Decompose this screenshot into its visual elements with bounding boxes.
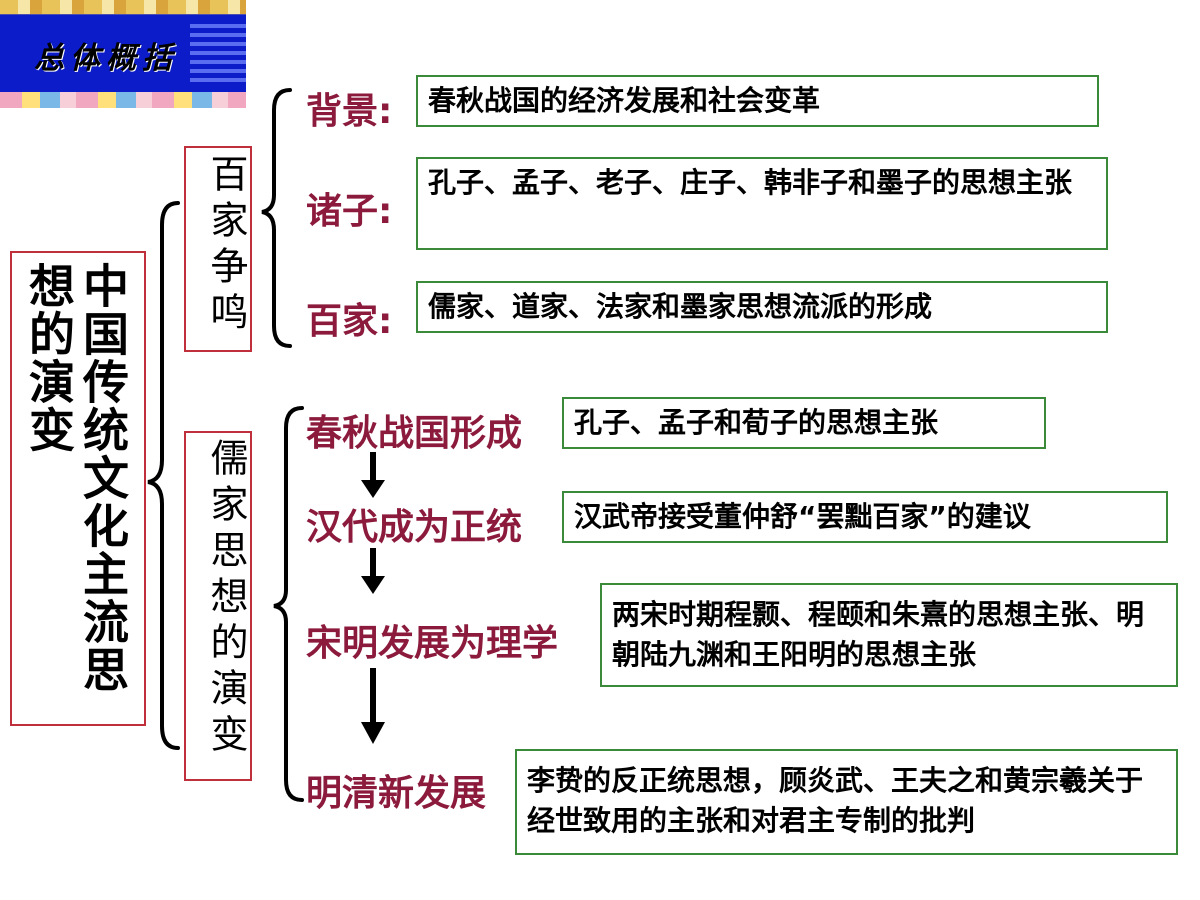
label-neo-confucianism: 宋明发展为理学 <box>306 623 559 664</box>
header-banner: 总体概括 <box>0 0 246 108</box>
arrow-3-shaft <box>370 668 376 724</box>
label-background: 背景: <box>306 91 393 132</box>
brace-confucianism <box>273 406 304 802</box>
arrow-1-shaft <box>370 452 376 482</box>
label-schools: 百家: <box>306 301 393 342</box>
brace-hundred-schools <box>261 88 292 348</box>
banner-decoration-bottom <box>0 92 246 108</box>
main-topic-box <box>10 251 146 726</box>
banner-decoration-bar <box>190 24 246 82</box>
label-orthodoxy: 汉代成为正统 <box>306 507 523 548</box>
branch-hundred-schools-box <box>184 146 252 352</box>
content-new-development: 李贽的反正统思想，顾炎武、王夫之和黄宗羲关于经世致用的主张和对君主专制的批判 <box>515 749 1178 855</box>
content-orthodoxy: 汉武帝接受董仲舒“罢黜百家”的建议 <box>562 491 1168 543</box>
content-neo-confucianism: 两宋时期程颢、程颐和朱熹的思想主张、明朝陆九渊和王阳明的思想主张 <box>600 583 1178 687</box>
banner-decoration-top <box>0 0 246 14</box>
arrow-2-shaft <box>370 548 376 578</box>
content-background: 春秋战国的经济发展和社会变革 <box>416 75 1099 127</box>
arrow-2-head <box>361 576 385 594</box>
main-brace <box>147 201 180 750</box>
content-philosophers: 孔子、孟子、老子、庄子、韩非子和墨子的思想主张 <box>416 157 1108 250</box>
branch-confucianism-box <box>184 431 252 781</box>
label-philosophers: 诸子: <box>306 191 393 232</box>
content-formation: 孔子、孟子和荀子的思想主张 <box>562 397 1046 449</box>
main-topic-text: 中国传统文化主流思想的演变 <box>22 262 130 694</box>
branch-confucianism-title: 儒家思想的演变 <box>204 438 248 760</box>
branch-hundred-schools-title: 百家争鸣 <box>204 154 248 338</box>
arrow-1-head <box>361 480 385 498</box>
label-formation: 春秋战国形成 <box>306 413 523 454</box>
content-schools: 儒家、道家、法家和墨家思想流派的形成 <box>416 281 1108 333</box>
arrow-3-head <box>361 722 385 744</box>
banner-title: 总体概括 <box>34 41 178 76</box>
label-new-development: 明清新发展 <box>306 773 487 814</box>
